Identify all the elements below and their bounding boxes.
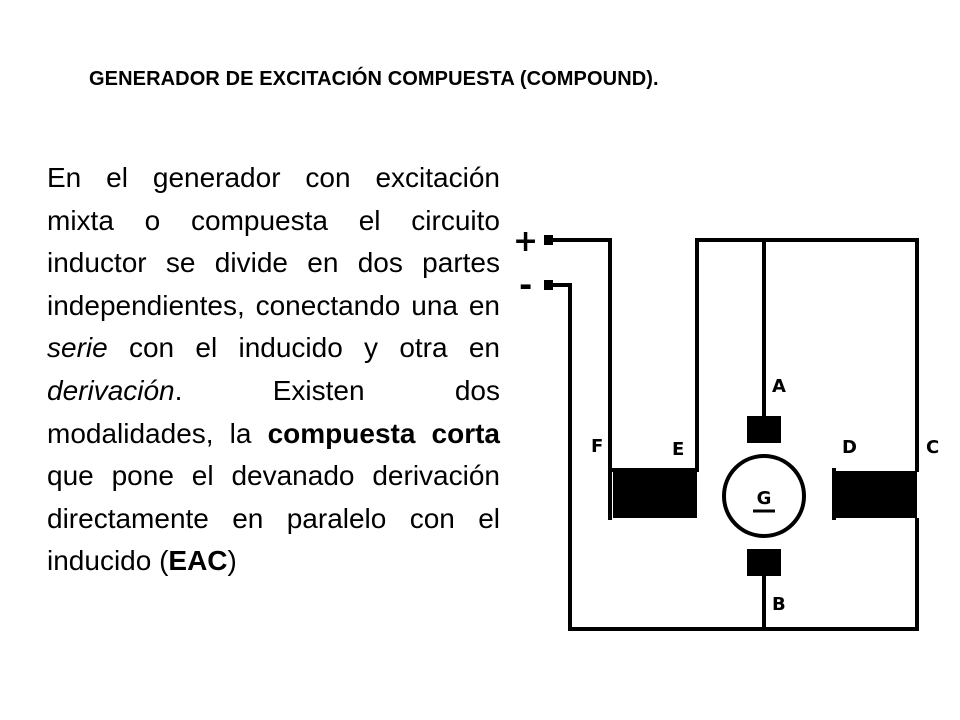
emphasis-derivacion: derivación <box>47 374 175 406</box>
generator-armature <box>722 454 806 538</box>
field-winding-right <box>834 471 917 518</box>
terminal-plus-label: + <box>513 224 538 259</box>
label-f: F <box>591 436 603 457</box>
emphasis-serie: serie <box>47 332 108 364</box>
slide-title: GENERADOR DE EXCITACIÓN COMPUESTA (COMPO… <box>89 68 659 90</box>
negative-line <box>548 283 919 631</box>
brush-a <box>747 416 781 443</box>
terminal-plus-dot <box>544 235 553 245</box>
field-winding-left <box>613 471 697 518</box>
top-wire <box>695 238 919 472</box>
label-a: A <box>772 376 786 397</box>
terminal-minus-dot <box>544 280 553 290</box>
paragraph-text-4: que pone el devanado derivación directam… <box>47 460 500 577</box>
brush-b <box>747 549 781 576</box>
paragraph-text-1: En el generador con excitación mixta o c… <box>47 162 500 321</box>
emphasis-eac: EAC <box>168 545 228 577</box>
label-d: D <box>842 437 857 458</box>
paragraph-text-2: con el inducido y otra en <box>107 332 500 364</box>
label-c: C <box>926 437 939 458</box>
paragraph-text-5: ) <box>227 545 237 577</box>
generator-label: G <box>757 488 772 509</box>
terminal-minus-label: - <box>519 266 532 304</box>
label-e: E <box>672 439 684 460</box>
emphasis-compuesta-corta: compuesta corta <box>267 417 501 449</box>
paragraph-text-3: . Existen dos modalidades, la <box>47 374 500 449</box>
positive-line <box>548 238 699 472</box>
label-b: B <box>772 594 786 615</box>
description-paragraph: En el generador con excitación mixta o c… <box>47 157 500 583</box>
